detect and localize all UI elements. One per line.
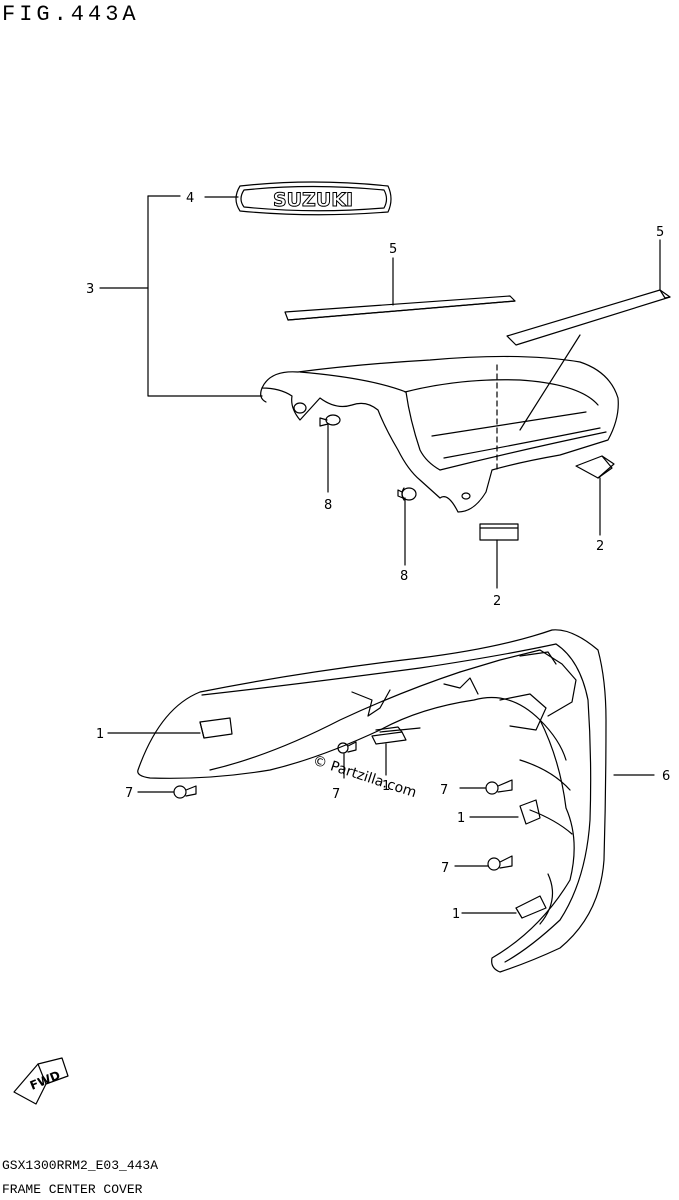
emblem-text: SUZUKI	[273, 189, 353, 211]
grommet-1c	[519, 799, 541, 825]
callout-7c: 7	[440, 783, 448, 798]
figure-title: FIG.443A	[2, 2, 140, 27]
grommet-1b	[371, 726, 407, 745]
leader-lines-lower	[107, 732, 655, 914]
frame-center-cover-6	[137, 629, 607, 973]
screw-7c	[485, 779, 513, 795]
screw-7a	[173, 785, 197, 799]
cushion-2a	[479, 523, 519, 541]
callout-8b: 8	[400, 569, 408, 584]
callout-4: 4	[186, 191, 194, 206]
emblem-4	[235, 181, 392, 216]
fwd-label: FWD	[28, 1068, 62, 1093]
callout-1a: 1	[96, 727, 104, 742]
callout-7b: 7	[332, 787, 340, 802]
screw-8a	[319, 414, 341, 427]
grommet-1d	[515, 895, 547, 919]
watermark-text: © Partzilla.com	[311, 753, 419, 802]
callout-5b: 5	[656, 225, 664, 240]
figure-subtitle: FRAME CENTER COVER	[2, 1182, 143, 1197]
frame-center-cover-3	[260, 355, 619, 513]
fwd-arrow-icon	[13, 1057, 69, 1105]
callout-1b: 1	[382, 779, 390, 794]
screw-7b	[337, 741, 357, 754]
grommet-1a	[199, 717, 233, 739]
callout-6: 6	[662, 769, 670, 784]
callout-1d: 1	[452, 907, 460, 922]
trim-strip-5a	[284, 295, 516, 321]
callout-1c: 1	[457, 811, 465, 826]
trim-strip-5b	[506, 289, 671, 346]
screw-8b	[397, 487, 417, 501]
callout-5a: 5	[389, 242, 397, 257]
callout-3: 3	[86, 282, 94, 297]
callout-7d: 7	[441, 861, 449, 876]
leader-lines-upper	[99, 195, 661, 589]
callout-7a: 7	[125, 786, 133, 801]
callout-2b: 2	[596, 539, 604, 554]
callout-2a: 2	[493, 594, 501, 609]
callout-8a: 8	[324, 498, 332, 513]
screw-7d	[487, 855, 513, 871]
cushion-2b	[575, 455, 615, 479]
figure-code: GSX1300RRM2_E03_443A	[2, 1158, 159, 1173]
